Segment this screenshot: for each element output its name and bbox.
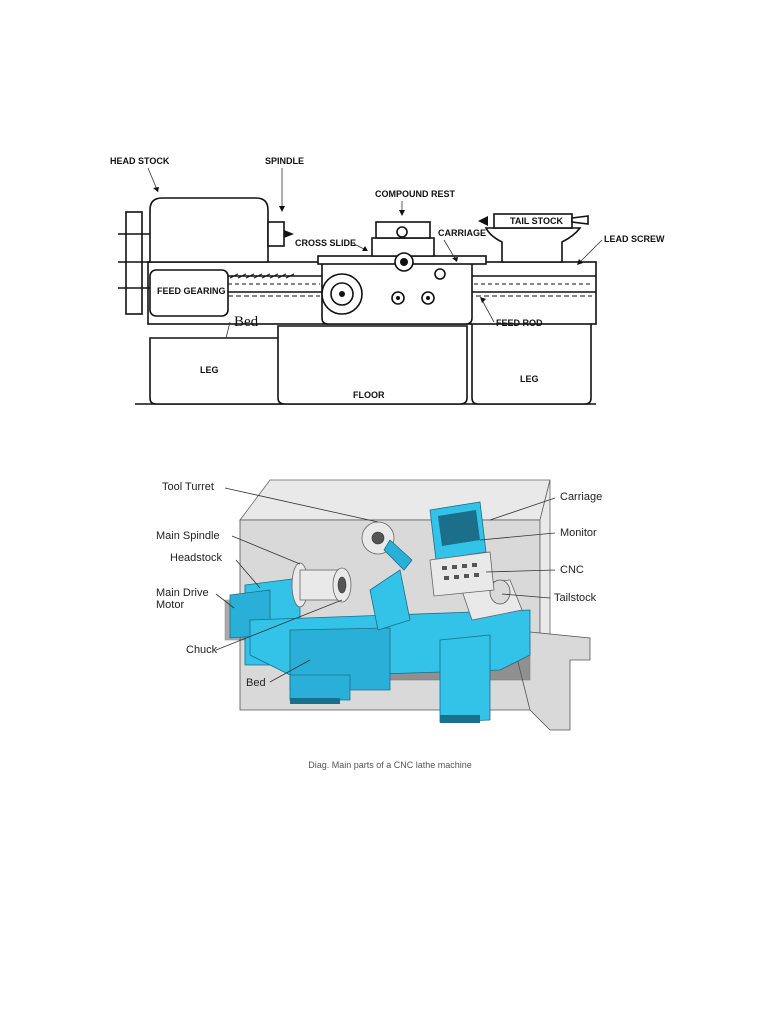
floor-label: FLOOR bbox=[353, 390, 385, 400]
carriage bbox=[369, 569, 411, 631]
tool-turret-label: Tool Turret bbox=[162, 481, 214, 493]
compound-rest-label: COMPOUND REST bbox=[375, 189, 456, 199]
carriage-label: CARRIAGE bbox=[438, 228, 486, 238]
main-drive-label: Main Drive bbox=[156, 587, 209, 599]
main-spindle-label: Main Spindle bbox=[156, 530, 220, 542]
spindle bbox=[267, 221, 285, 247]
left-leg-label: LEG bbox=[200, 365, 219, 375]
conventional-lathe-diagram: HEAD STOCK SPINDLE COMPOUND REST TAIL ST… bbox=[110, 156, 665, 405]
floor-pedestal bbox=[277, 325, 468, 405]
figure-caption: Diag. Main parts of a CNC lathe machine bbox=[308, 760, 472, 770]
headstock-body bbox=[149, 197, 269, 263]
bed-label: Bed bbox=[234, 314, 259, 330]
cnc-control-panel bbox=[429, 551, 495, 597]
carriage-label: Carriage bbox=[560, 491, 602, 503]
gear-cover bbox=[125, 211, 143, 315]
right-leg bbox=[471, 321, 592, 405]
chuck-label: Chuck bbox=[186, 644, 218, 656]
bed-leg-right bbox=[439, 634, 491, 723]
tailstock-label: Tailstock bbox=[554, 592, 597, 604]
feed-gearing-box bbox=[149, 269, 229, 317]
cross-slide-label: CROSS SLIDE bbox=[295, 238, 356, 248]
tailstock bbox=[484, 227, 582, 263]
tail-stock-label: TAIL STOCK bbox=[510, 216, 564, 226]
cnc-label: CNC bbox=[560, 564, 584, 576]
spindle-label: SPINDLE bbox=[265, 156, 304, 166]
cnc-lathe-diagram: Tool Turret Main Spindle Headstock Main … bbox=[156, 479, 602, 731]
head-stock-label: HEAD STOCK bbox=[110, 156, 170, 166]
right-leg-label: LEG bbox=[520, 374, 539, 384]
headstock-label: Headstock bbox=[170, 552, 222, 564]
bed-leg-left bbox=[289, 674, 351, 701]
lead-screw-thread bbox=[229, 273, 295, 279]
compound-rest bbox=[371, 237, 435, 257]
monitor-label: Monitor bbox=[560, 527, 597, 539]
feed-rod-label: FEED ROD bbox=[496, 318, 543, 328]
lead-screw-label: LEAD SCREW bbox=[604, 234, 665, 244]
leader-lines bbox=[215, 487, 556, 683]
bed-label: Bed bbox=[246, 677, 266, 689]
feed-gearing-label: FEED GEARING bbox=[157, 286, 226, 296]
enclosure-top bbox=[239, 479, 551, 521]
motor-label: Motor bbox=[156, 599, 184, 611]
